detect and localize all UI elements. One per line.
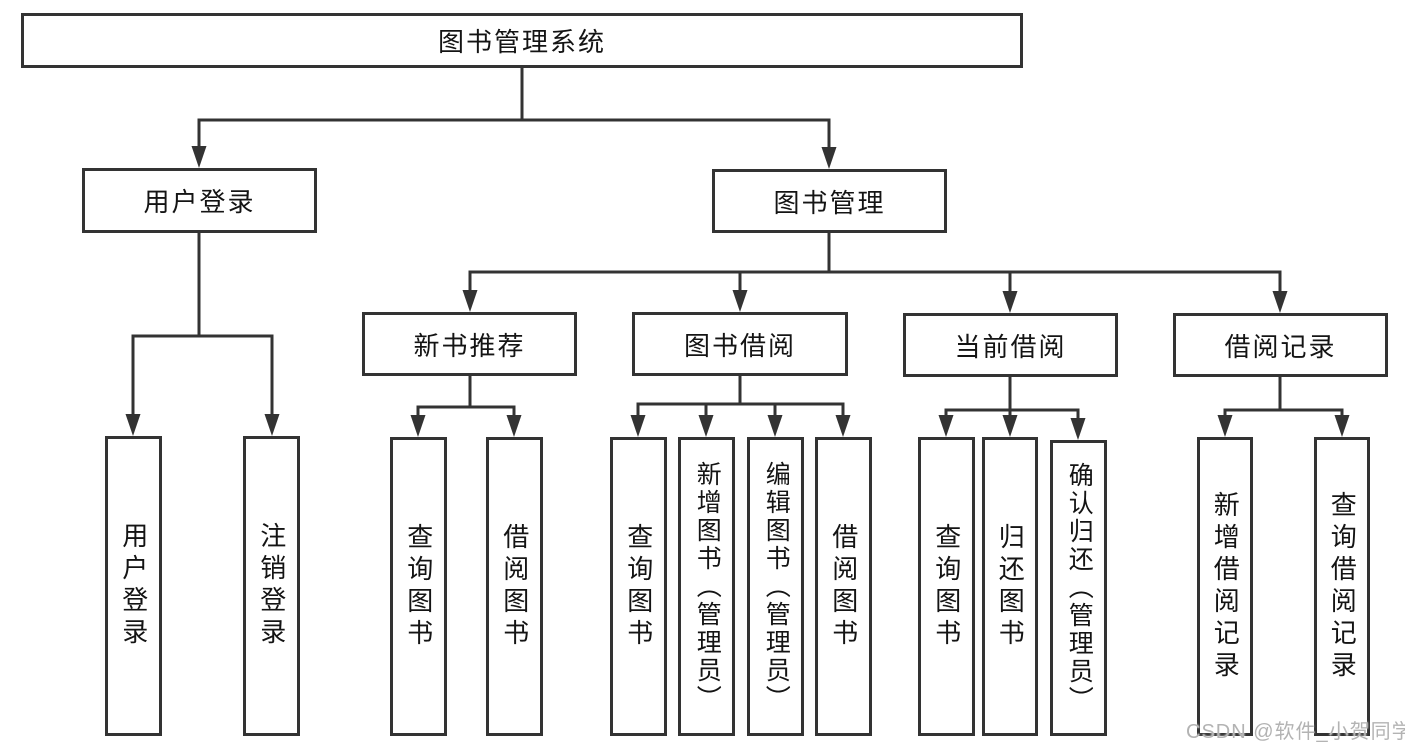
arrowheads: [125, 146, 1350, 440]
leaf-return-books-label: 归还图书: [995, 522, 1026, 651]
leaf-query-books-current-label: 查询图书: [931, 522, 962, 651]
node-borrow-records-label: 借阅记录: [1224, 331, 1337, 362]
node-new-book-recommend-label: 新书推荐: [413, 330, 526, 361]
leaf-add-borrow-record-label: 新增借阅记录: [1210, 490, 1241, 683]
leaf-borrow-books-borrow: 借阅图书: [815, 437, 872, 736]
leaf-user-login-label: 用户登录: [118, 522, 149, 650]
leaf-query-borrow-record: 查询借阅记录: [1314, 437, 1370, 736]
leaf-return-books: 归还图书: [982, 437, 1038, 736]
node-current-borrow: 当前借阅: [903, 313, 1118, 377]
node-root: 图书管理系统: [21, 13, 1023, 68]
leaf-query-books-borrow-label: 查询图书: [623, 522, 654, 651]
leaf-borrow-books-borrow-label: 借阅图书: [828, 522, 859, 651]
node-book-management: 图书管理: [712, 169, 947, 233]
node-book-management-label: 图书管理: [773, 187, 886, 218]
node-user-login: 用户登录: [82, 168, 317, 233]
leaf-confirm-return-admin: 确认归还（管理员）: [1050, 440, 1107, 736]
node-root-label: 图书管理系统: [437, 27, 606, 57]
node-book-borrow-label: 图书借阅: [683, 330, 796, 361]
node-user-login-label: 用户登录: [143, 187, 256, 217]
leaf-add-borrow-record: 新增借阅记录: [1197, 437, 1253, 736]
leaf-edit-books-admin-label: 编辑图书（管理员）: [762, 460, 791, 713]
leaf-logout-label: 注销登录: [256, 522, 287, 650]
node-book-borrow: 图书借阅: [632, 312, 848, 376]
node-borrow-records: 借阅记录: [1173, 313, 1388, 377]
leaf-add-books-admin: 新增图书（管理员）: [678, 437, 735, 736]
leaf-confirm-return-admin-label: 确认归还（管理员）: [1065, 462, 1094, 714]
node-current-borrow-label: 当前借阅: [954, 331, 1067, 362]
leaf-user-login: 用户登录: [105, 436, 162, 736]
leaf-borrow-books-recommend-label: 借阅图书: [499, 522, 530, 651]
leaf-add-books-admin-label: 新增图书（管理员）: [693, 460, 722, 713]
leaf-borrow-books-recommend: 借阅图书: [486, 437, 543, 736]
leaf-edit-books-admin: 编辑图书（管理员）: [747, 437, 804, 736]
leaf-query-books-borrow: 查询图书: [610, 437, 667, 736]
node-new-book-recommend: 新书推荐: [362, 312, 577, 376]
leaf-query-books-current: 查询图书: [918, 437, 975, 736]
watermark: CSDN @软件_小贺同学: [1186, 721, 1405, 743]
leaf-query-borrow-record-label: 查询借阅记录: [1327, 490, 1358, 683]
leaf-query-books-recommend: 查询图书: [390, 437, 447, 736]
leaf-logout: 注销登录: [243, 436, 300, 736]
leaf-query-books-recommend-label: 查询图书: [403, 522, 434, 651]
